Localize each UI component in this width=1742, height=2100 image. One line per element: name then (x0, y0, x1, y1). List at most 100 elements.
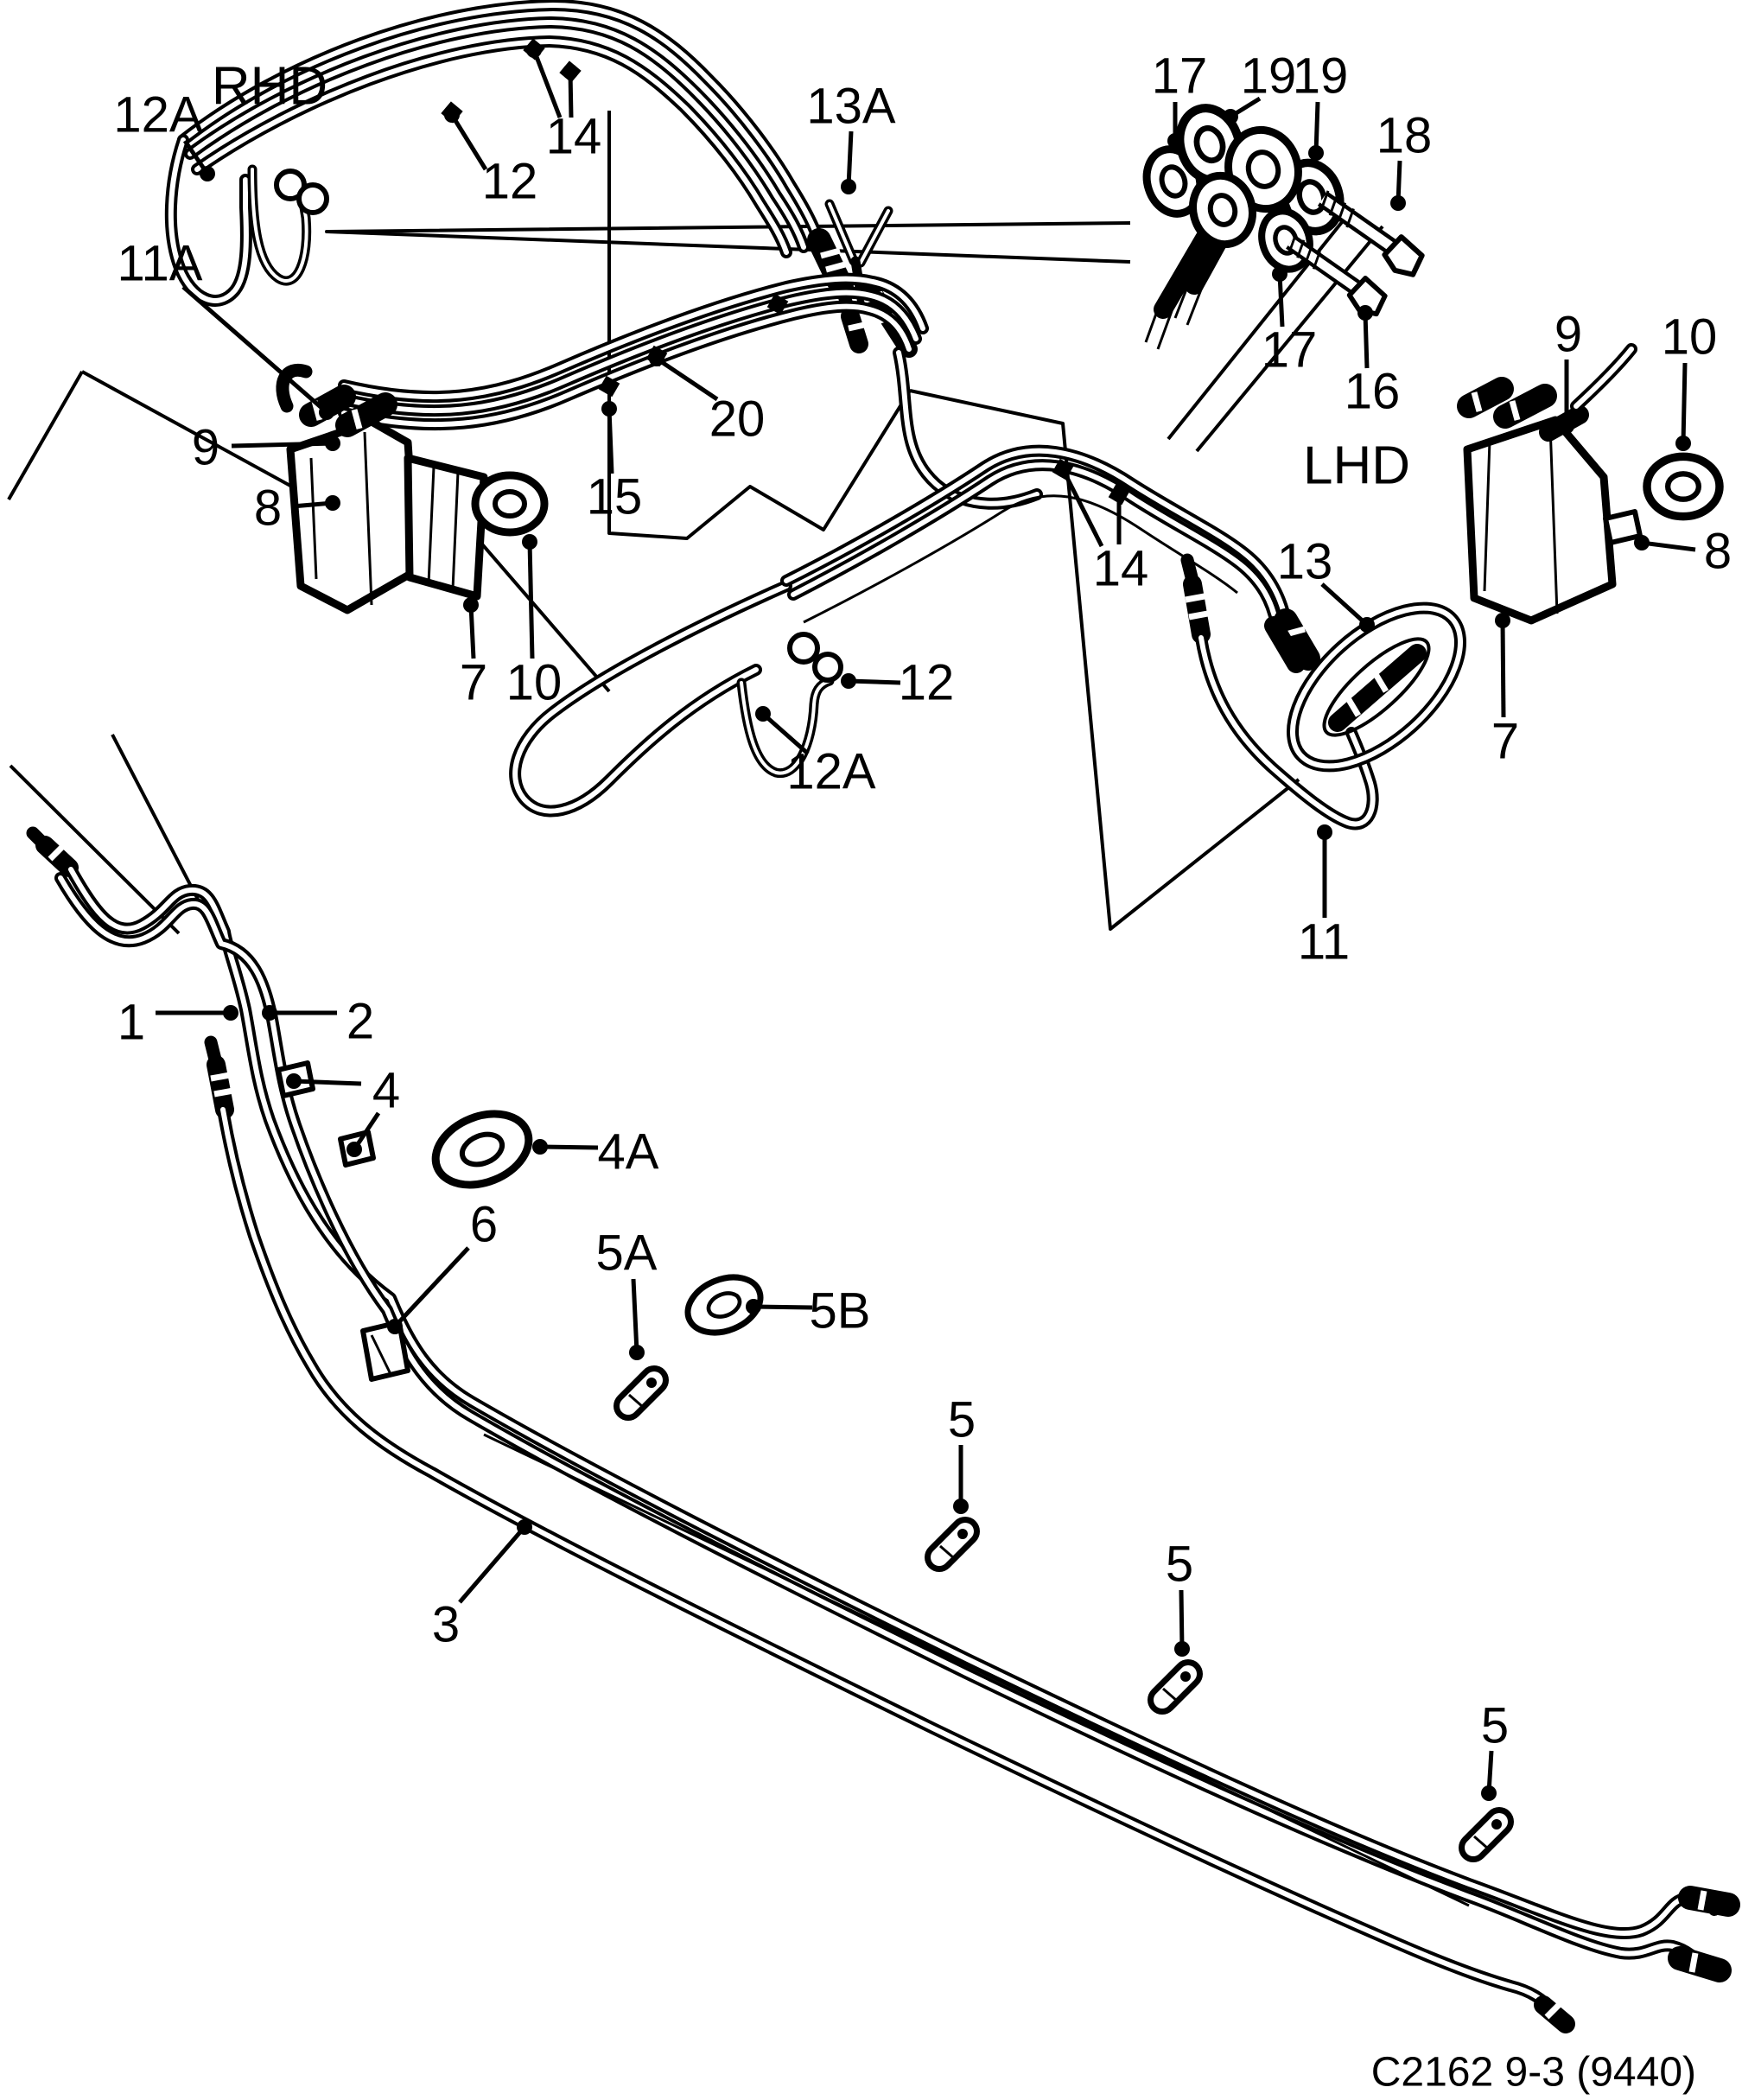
part-label: 4A (598, 1124, 659, 1180)
callout-19: 19 (1293, 48, 1349, 161)
pipe-clip-part (1473, 1819, 1502, 1849)
leader-dot (746, 1299, 761, 1314)
drawing-number: C2162 9-3 (9440) (1371, 2050, 1696, 2096)
leader-dot (1359, 617, 1375, 633)
leader-dot (223, 1005, 238, 1021)
filter-bracket (404, 454, 488, 601)
callout-14: 14 (526, 42, 601, 165)
callout-10: 10 (506, 534, 563, 711)
part-label: 15 (587, 469, 643, 525)
part-label: 9 (192, 420, 219, 476)
callout-20: 20 (649, 351, 765, 448)
callout-lhd: LHD (1303, 436, 1410, 496)
callout-5: 5 (1481, 1698, 1509, 1801)
callout-5a: 5A (596, 1225, 658, 1360)
leader-dot (629, 1345, 645, 1360)
leader-line (458, 1525, 526, 1604)
callout-9: 9 (1554, 307, 1582, 434)
callout-12: 12 (444, 107, 537, 210)
leader-dot (755, 706, 771, 722)
callout-5: 5 (948, 1392, 976, 1514)
leader-dot (649, 351, 664, 366)
fuel-filter-rhd (276, 363, 544, 614)
leader-dot (200, 166, 215, 181)
leader-dot (1167, 133, 1183, 149)
part-label: 5 (1166, 1537, 1193, 1593)
tank-fuel-pipes (26, 826, 1740, 2033)
callout-16: 16 (1345, 305, 1401, 420)
leader-line (1681, 362, 1688, 444)
part-label: 1 (118, 995, 145, 1051)
filter-tab (1603, 509, 1643, 545)
leader-dot (953, 1499, 969, 1514)
leader-dot (262, 1005, 277, 1021)
callout-17: 17 (1262, 266, 1318, 379)
leader-line (1179, 1589, 1185, 1650)
part-label: 13A (806, 79, 896, 135)
part-label: 12 (482, 154, 538, 210)
leader-dot (1634, 535, 1650, 550)
leader-dot (1308, 145, 1324, 161)
flange-nut (1647, 456, 1720, 517)
callout-13a: 13A (806, 79, 896, 194)
leader-dot (319, 404, 334, 420)
leader-line (1500, 620, 1506, 718)
part-label: 16 (1345, 364, 1401, 420)
part-label: 14 (546, 109, 602, 165)
callout-14: 14 (1055, 461, 1148, 597)
part-label: 19 (1241, 48, 1297, 105)
leader-dot (1559, 418, 1574, 434)
part-label: 14 (1093, 541, 1149, 597)
callout-12a: 12A (755, 706, 876, 800)
callout-1: 1 (118, 995, 238, 1051)
leader-line (539, 1144, 599, 1150)
callout-10: 10 (1662, 309, 1717, 451)
part-label: 12A (786, 744, 876, 800)
leader-line (531, 49, 563, 118)
part-label: 10 (506, 655, 563, 711)
leader-line (753, 1304, 813, 1310)
leader-dot (1174, 1641, 1190, 1657)
callout-7: 7 (1491, 613, 1519, 770)
leader-line (449, 113, 488, 171)
leader-dot (1390, 195, 1406, 211)
callout-6: 6 (387, 1197, 498, 1334)
pipe-clip-part (939, 1529, 968, 1558)
part-label: 17 (1262, 322, 1318, 379)
part-label: 5 (1481, 1698, 1509, 1754)
leader-line (1277, 273, 1285, 328)
callout-9: 9 (192, 420, 340, 476)
leader-dot (522, 534, 537, 550)
fuel-filter-lhd (1457, 343, 1720, 625)
part-label: 7 (1491, 714, 1519, 770)
leader-dot (601, 401, 617, 417)
leader-line (761, 712, 810, 755)
callout-5b: 5B (746, 1283, 870, 1340)
part-label: LHD (1303, 436, 1410, 496)
leader-dot (286, 1073, 302, 1089)
leader-dot (325, 436, 340, 451)
callout-2: 2 (262, 994, 374, 1050)
leader-line (655, 356, 719, 402)
leader-dot (532, 1139, 548, 1155)
callout-12: 12 (841, 655, 954, 711)
part-label: 4 (372, 1063, 400, 1119)
leader-dot (1317, 824, 1332, 840)
callout-18: 18 (1376, 108, 1432, 211)
leader-line (848, 678, 901, 685)
leader-dot (563, 64, 578, 80)
leader-dot (526, 42, 542, 58)
leader-line (527, 541, 535, 659)
leader-dot (1481, 1785, 1497, 1801)
leader-line (1641, 540, 1696, 552)
leader-dot (517, 1519, 532, 1535)
callout-15: 15 (587, 401, 643, 525)
part-label: RHD (212, 57, 327, 117)
part-label: 19 (1293, 48, 1349, 105)
leader-dot (387, 1319, 403, 1334)
callout-4: 4 (286, 1063, 400, 1157)
callout-rhd: RHD (212, 57, 327, 117)
callout-3: 3 (432, 1519, 532, 1653)
